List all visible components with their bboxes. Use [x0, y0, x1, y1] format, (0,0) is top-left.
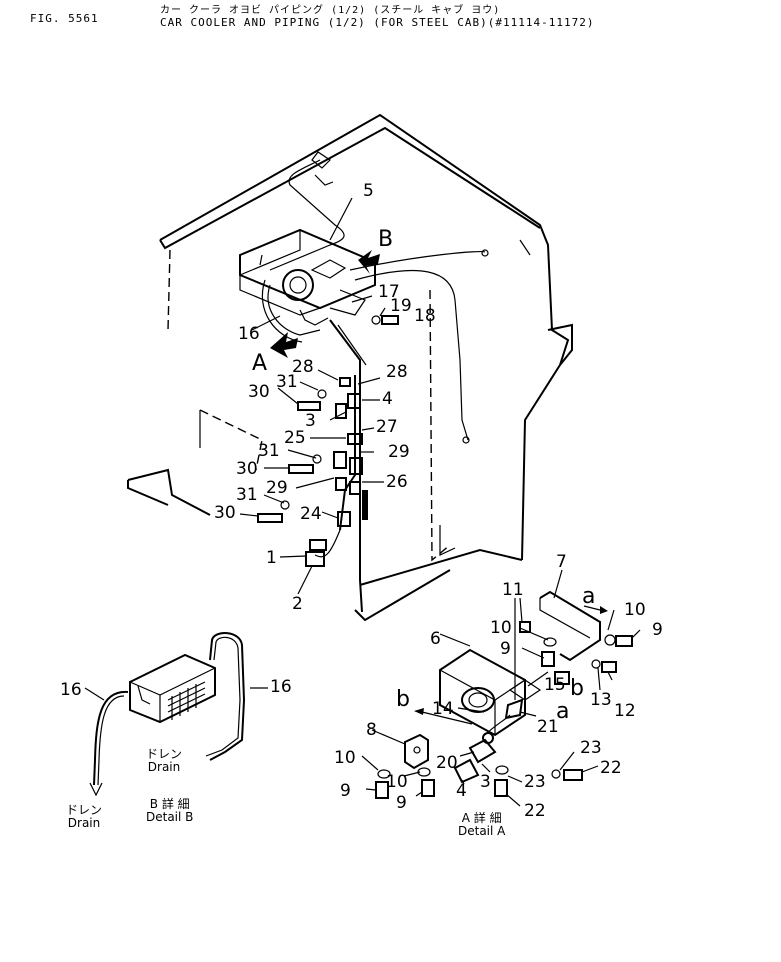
callout-28-right: 28	[386, 362, 408, 382]
callouts-main: 5 17 19 18 16 28 28 31 30 4 3 25 27 31 2…	[214, 181, 436, 614]
callout-14: 14	[432, 699, 454, 719]
callout-30-top: 30	[248, 382, 270, 402]
callout-24: 24	[300, 504, 322, 524]
figure-number: FIG. 5561	[30, 12, 99, 25]
callout-8: 8	[366, 720, 377, 740]
callouts-detail-b: 16 16	[60, 677, 292, 700]
callout-4-detail: 4	[456, 781, 467, 801]
cooler-unit	[239, 228, 376, 326]
view-b-arrow	[358, 250, 380, 274]
callout-1: 1	[266, 548, 277, 568]
detail-letter-a-top: a	[582, 584, 595, 609]
callout-11: 11	[502, 580, 524, 600]
callout-10-lower: 10	[386, 772, 408, 792]
callout-10-left: 10	[334, 748, 356, 768]
callout-31-top: 31	[276, 372, 298, 392]
callout-10-mid: 10	[490, 618, 512, 638]
callout-26: 26	[386, 472, 408, 492]
callout-28-left: 28	[292, 357, 314, 377]
callout-27: 27	[376, 417, 398, 437]
detail-b-caption: B 詳 細 Detail B	[146, 798, 193, 824]
callout-23-right: 23	[580, 738, 602, 758]
callout-9-mid: 9	[500, 639, 511, 659]
leader-lines-detail-a	[361, 569, 641, 807]
english-title: CAR COOLER AND PIPING (1/2) (FOR STEEL C…	[160, 16, 595, 29]
detail-b-en: Detail B	[146, 810, 194, 824]
callout-13: 13	[590, 690, 612, 710]
detail-b-jp: B 詳 細	[149, 797, 190, 811]
detail-b-drain-caption: ドレン Drain	[146, 748, 182, 774]
detail-a-jp: A 詳 細	[461, 811, 502, 825]
callout-9-right: 9	[652, 620, 663, 640]
callout-31-low: 31	[236, 485, 258, 505]
callout-31-mid: 31	[258, 441, 280, 461]
callout-7: 7	[556, 552, 567, 572]
callout-6: 6	[430, 629, 441, 649]
detail-letter-b-left: b	[396, 687, 410, 712]
drain-jp: ドレン	[146, 747, 183, 761]
callout-21: 21	[537, 717, 559, 737]
callout-5: 5	[363, 181, 374, 201]
callout-23-left: 23	[524, 772, 546, 792]
detail-b-drain-caption-left: ドレン Drain	[66, 804, 102, 830]
view-letter-a: A	[252, 351, 267, 376]
drain-jp-left: ドレン	[66, 803, 103, 817]
view-a-arrow	[270, 332, 298, 358]
cab-outline	[127, 113, 573, 622]
view-letter-b: B	[378, 227, 393, 252]
callout-22-right: 22	[600, 758, 622, 778]
callout-18: 18	[414, 306, 436, 326]
callout-3-detail: 3	[480, 772, 491, 792]
callout-17: 17	[378, 282, 400, 302]
callout-2: 2	[292, 594, 303, 614]
detail-a-caption: A 詳 細 Detail A	[458, 812, 505, 838]
callout-4: 4	[382, 389, 393, 409]
callout-10-right: 10	[624, 600, 646, 620]
detail-letter-b-right: b	[570, 676, 584, 701]
callout-29-right: 29	[388, 442, 410, 462]
callout-3: 3	[305, 411, 316, 431]
callout-22-left: 22	[524, 801, 546, 821]
callout-16: 16	[238, 324, 260, 344]
callout-30-low: 30	[214, 503, 236, 523]
leader-lines-main	[239, 197, 386, 595]
callout-25: 25	[284, 428, 306, 448]
callout-16-left: 16	[60, 680, 82, 700]
japanese-title: カー クーラ オヨビ パイピング (1/2) (スチール キャブ ヨウ)	[160, 5, 501, 16]
callout-30-mid: 30	[236, 459, 258, 479]
callout-19: 19	[390, 296, 412, 316]
callout-9-left: 9	[340, 781, 351, 801]
callouts-detail-a: 7 11 10 9 10 6 9 15 13 12 14 21 8 10 20 …	[334, 552, 663, 821]
drain-en: Drain	[147, 760, 181, 774]
callout-12: 12	[614, 701, 636, 721]
callout-29-left: 29	[266, 478, 288, 498]
callout-15: 15	[544, 675, 566, 695]
wire-harness	[269, 151, 489, 444]
detail-a-drawing	[375, 590, 633, 799]
callout-20: 20	[436, 753, 458, 773]
callout-9-lower: 9	[396, 793, 407, 813]
drain-en-left: Drain	[67, 816, 101, 830]
detail-b-drawing	[84, 632, 268, 797]
detail-letter-a-bottom: a	[556, 699, 569, 724]
detail-a-en: Detail A	[458, 824, 506, 838]
callout-16-right: 16	[270, 677, 292, 697]
